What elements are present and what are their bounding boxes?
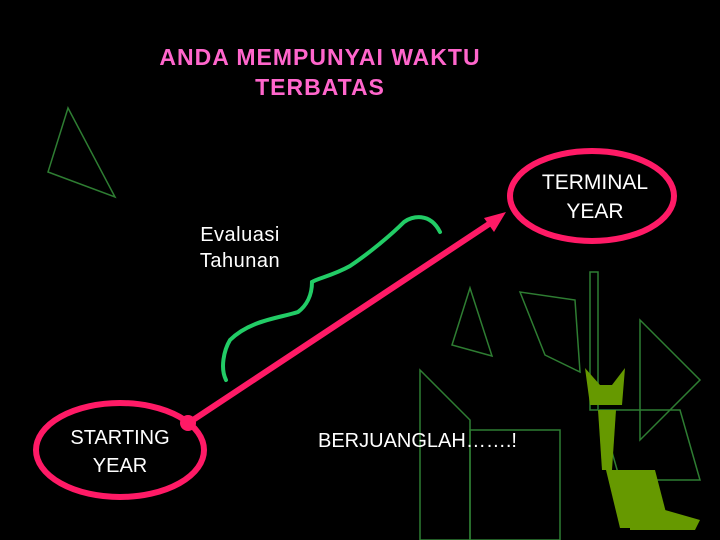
tangram-lower-block	[469, 429, 561, 540]
cat-neck	[598, 410, 616, 470]
slide-title: ANDA MEMPUNYAI WAKTU TERBATAS	[110, 42, 530, 102]
terminal-year-line-1: TERMINAL	[541, 171, 649, 194]
arrow-start-dot	[180, 415, 196, 431]
title-line-1: ANDA MEMPUNYAI WAKTU	[159, 44, 481, 70]
tangram-triangle-right	[639, 318, 702, 442]
terminal-year-label: TERMINAL YEAR	[500, 168, 690, 226]
brace-upper	[310, 215, 442, 284]
tangram-outlines	[47, 106, 702, 540]
starting-year-line-2: YEAR	[92, 455, 148, 477]
evaluation-label: Evaluasi Tahunan	[150, 222, 330, 274]
brace-lower	[221, 280, 314, 382]
tangram-cat	[585, 368, 700, 530]
evaluation-line-2: Tahunan	[199, 250, 281, 272]
starting-year-line-1: STARTING	[70, 427, 170, 449]
cat-tail	[630, 500, 700, 530]
tangram-triangle-left	[47, 106, 117, 199]
starting-year-ellipse	[33, 400, 207, 500]
tangram-lower-left	[419, 368, 471, 540]
tangram-quad	[518, 291, 581, 374]
terminal-year-line-2: YEAR	[566, 200, 624, 223]
evaluation-line-1: Evaluasi	[200, 224, 280, 246]
tangram-triangle-mid	[451, 285, 494, 358]
starting-year-label: STARTING YEAR	[38, 424, 202, 480]
terminal-year-ellipse	[507, 148, 677, 244]
brace-shapes	[221, 215, 442, 382]
progress-arrow-line	[187, 219, 495, 425]
motto-text: BERJUANGLAH…….!	[318, 430, 517, 452]
cat-head	[585, 368, 625, 405]
progress-arrow-head	[484, 212, 506, 232]
title-line-2: TERBATAS	[255, 74, 385, 100]
tangram-lower-right	[599, 409, 701, 481]
